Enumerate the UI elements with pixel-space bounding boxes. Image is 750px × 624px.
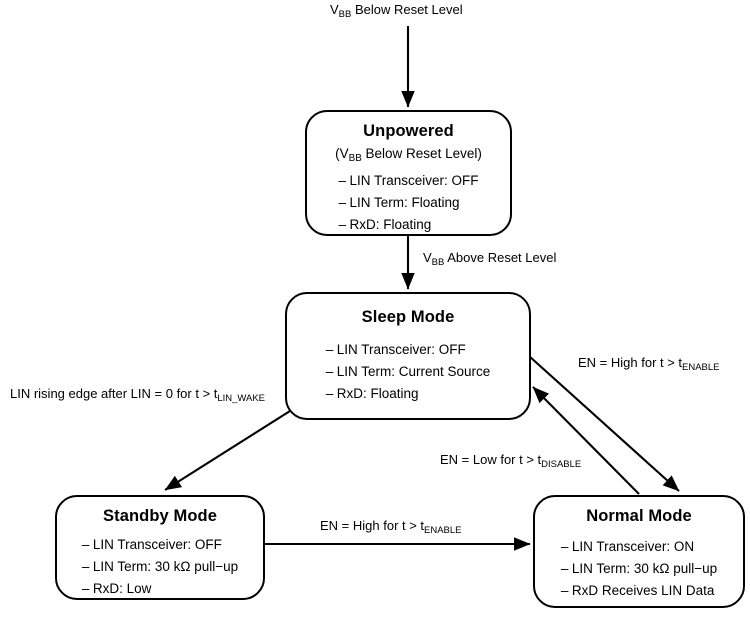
state-item-label: LIN Term: Current Source [336,363,491,379]
state-item: –LIN Transceiver: OFF [338,170,478,192]
bullet-dash-icon: – [338,194,346,210]
state-title-unpowered: Unpowered [363,122,454,140]
state-item: –LIN Term: 30 kΩ pull−up [82,556,238,578]
state-item-label: LIN Transceiver: OFF [92,537,222,552]
state-item-label: LIN Term: 30 kΩ pull−up [571,560,718,576]
edge-label-sleep-to-normal: EN = High for t > tENABLE [578,355,720,373]
state-item-label: RxD: Floating [336,385,419,401]
state-item: –RxD: Low [82,578,238,600]
edge-label-subscript: BB [338,8,352,20]
state-title-normal: Normal Mode [586,507,692,525]
edge-label-unpowered-to-sleep: VBB Above Reset Level [423,250,557,268]
bullet-dash-icon: – [560,560,569,576]
edge-label-text: EN = High for t > t [578,355,683,370]
edge-label-text: Above Reset Level [444,250,557,265]
bullet-dash-icon: – [325,342,334,357]
bullet-dash-icon: – [325,385,334,401]
state-item: –LIN Term: 30 kΩ pull−up [561,558,717,580]
state-subtitle-unpowered-post: Below Reset Level) [361,146,482,161]
state-item: –RxD Receives LIN Data [561,580,717,602]
edge-label-standby-to-normal: EN = High for t > tENABLE [320,518,462,536]
edge-label-power-down-entry: VBB Below Reset Level [330,2,463,20]
state-item-label: LIN Term: 30 kΩ pull−up [92,558,239,574]
state-title-standby: Standby Mode [103,507,217,525]
bullet-dash-icon: – [81,537,90,552]
state-item: –RxD: Floating [326,383,491,405]
edge-label-text: V [423,250,432,265]
state-item: –LIN Transceiver: ON [561,536,717,558]
state-items-normal: –LIN Transceiver: ON –LIN Term: 30 kΩ pu… [561,536,717,602]
arrow-sleep-to-standby [164,410,291,491]
bullet-dash-icon: – [338,216,346,232]
state-title-sleep: Sleep Mode [361,308,455,326]
state-item: –LIN Term: Floating [338,192,478,214]
edge-label-text: LIN rising edge after LIN = 0 for t > t [10,386,218,401]
edge-label-text: V [330,2,339,17]
state-box-standby[interactable]: Standby Mode –LIN Transceiver: OFF –LIN … [55,495,265,600]
bullet-dash-icon: – [81,580,90,596]
bullet-dash-icon: – [560,539,569,554]
edge-label-text: Below Reset Level [351,2,463,17]
edge-label-normal-to-sleep: EN = Low for t > tDISABLE [440,452,582,470]
state-item: –LIN Term: Current Source [326,361,491,383]
state-item-label: RxD: Low [92,580,152,596]
edge-label-sleep-to-standby: LIN rising edge after LIN = 0 for t > tL… [10,386,266,404]
bullet-dash-icon: – [81,558,90,574]
state-item-label: LIN Transceiver: OFF [349,173,479,188]
edge-label-subscript: LIN_WAKE [217,392,266,404]
edge-label-text: EN = High for t > t [320,518,425,533]
edge-label-subscript: DISABLE [541,458,582,470]
state-item-label: LIN Transceiver: OFF [336,342,466,357]
state-item-label: RxD: Floating [349,216,432,232]
bullet-dash-icon: – [325,363,334,379]
edge-label-text: EN = Low for t > t [440,452,542,467]
state-items-unpowered: –LIN Transceiver: OFF –LIN Term: Floatin… [338,170,478,236]
state-box-normal[interactable]: Normal Mode –LIN Transceiver: ON –LIN Te… [533,495,745,608]
state-item-label: LIN Transceiver: ON [571,539,695,554]
arrow-sleep-to-normal [528,355,680,492]
state-item-label: LIN Term: Floating [349,194,460,210]
bullet-dash-icon: – [560,582,569,598]
state-subtitle-unpowered-sub: BB [348,152,362,164]
edge-label-subscript: BB [431,256,445,268]
state-item: –RxD: Floating [338,214,478,236]
edge-label-subscript: ENABLE [682,361,720,373]
state-item-label: RxD Receives LIN Data [571,582,715,598]
bullet-dash-icon: – [338,173,346,188]
state-subtitle-unpowered: (VBB Below Reset Level) [307,146,510,164]
arrow-normal-to-sleep [532,386,640,495]
state-items-sleep: –LIN Transceiver: OFF –LIN Term: Current… [326,339,491,405]
state-item: –LIN Transceiver: OFF [82,534,238,556]
state-items-standby: –LIN Transceiver: OFF –LIN Term: 30 kΩ p… [82,534,238,600]
state-box-unpowered[interactable]: Unpowered (VBB Below Reset Level) –LIN T… [305,110,512,236]
state-subtitle-unpowered-pre: (V [335,146,349,161]
state-item: –LIN Transceiver: OFF [326,339,491,361]
state-box-sleep[interactable]: Sleep Mode –LIN Transceiver: OFF –LIN Te… [285,292,531,420]
edge-label-subscript: ENABLE [424,524,462,536]
